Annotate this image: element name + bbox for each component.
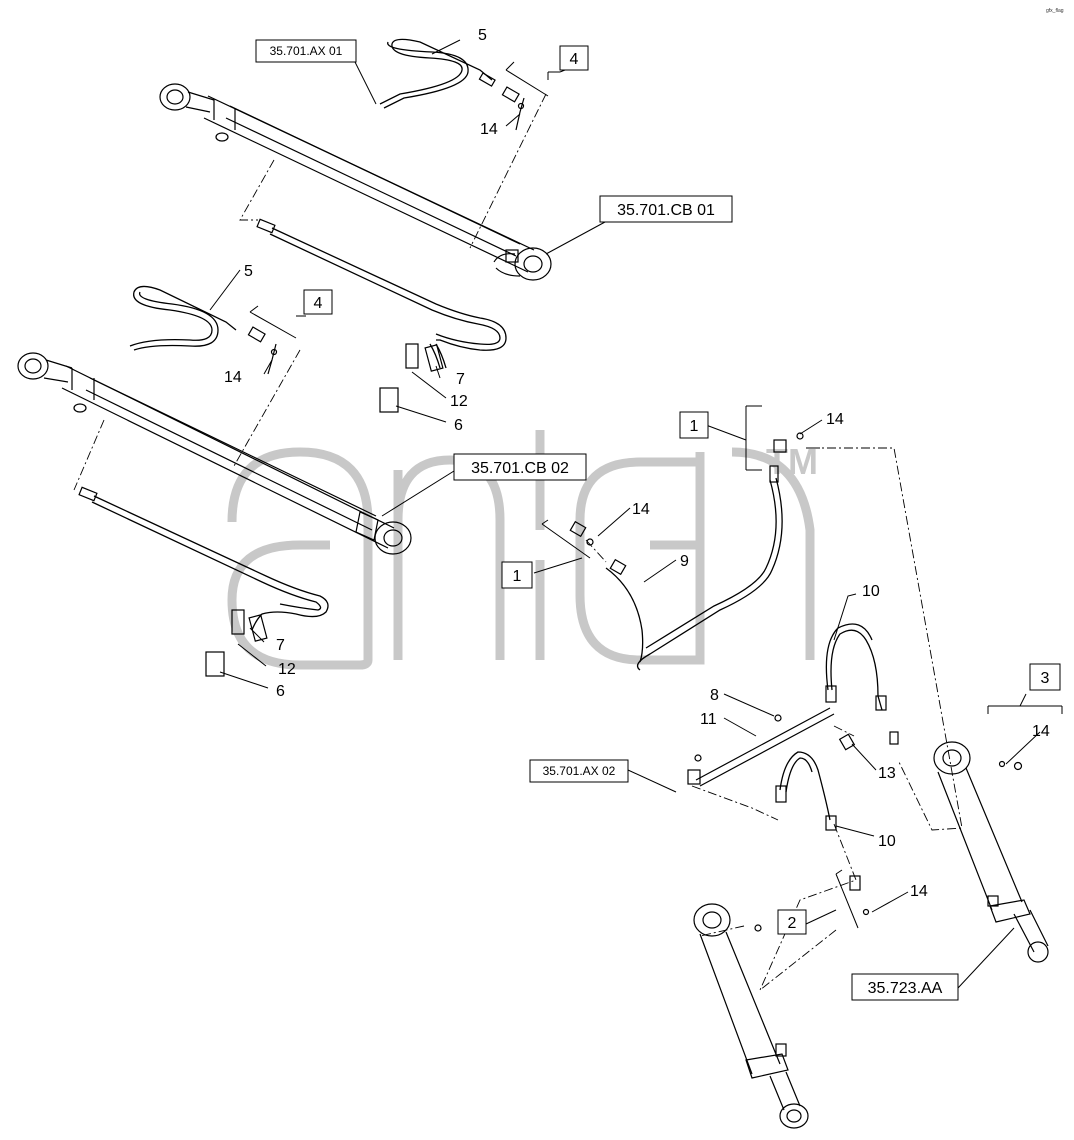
callout-top-14: 14 [480,121,498,138]
ref-ax01-text: 35.701.AX 01 [270,44,343,58]
callout-far-14: 14 [1032,723,1050,740]
reference-aa[interactable]: 35.723.AA [851,973,959,1001]
callout-lower-6: 6 [276,683,285,700]
left-lift-cylinder [693,903,809,1129]
boxed-item-bottom-2: 2 [777,909,807,935]
svg-text:1: 1 [513,568,522,585]
long-hose-upper [256,218,507,413]
callout-right-14: 14 [826,411,844,428]
corner-mark: gfx_flag [1046,8,1064,14]
hose-9 [569,432,804,671]
boxed-item-center-1: 1 [501,561,533,589]
callout-lower-12: 12 [278,661,296,678]
svg-text:1: 1 [690,418,699,435]
callout-low-14: 14 [910,883,928,900]
svg-text:4: 4 [570,51,579,68]
ref-ax02-text: 35.701.AX 02 [543,764,616,778]
callout-labels: 5 14 5 14 7 12 6 14 14 9 7 12 6 10 8 11 … [224,27,1050,900]
callout-center-9: 9 [680,553,689,570]
tube-assembly [687,623,899,916]
callout-right-13: 13 [878,765,896,782]
svg-text:4: 4 [314,295,323,312]
svg-text:2: 2 [788,915,797,932]
long-hose-lower [78,486,329,677]
upper-cylinder [159,83,552,281]
boxed-item-right-1: 1 [679,411,709,439]
boxed-item-top-4: 4 [559,45,589,71]
callout-top-10: 10 [862,583,880,600]
hose-5-lower [129,285,278,375]
lower-cylinder [17,352,412,555]
hose-5-upper [379,38,525,131]
callout-upper-12: 12 [450,393,468,410]
reference-cb02[interactable]: 35.701.CB 02 [453,453,587,481]
callout-center-14: 14 [632,501,650,518]
callout-mid-5: 5 [244,263,253,280]
leader-lines [209,39,1041,989]
ref-cb01-text: 35.701.CB 01 [617,202,715,219]
ref-cb02-text: 35.701.CB 02 [471,460,569,477]
callout-lower-7: 7 [276,637,285,654]
group-brackets [249,61,1063,929]
callout-upper-7: 7 [456,371,465,388]
callout-upper-6: 6 [454,417,463,434]
callout-mid-14: 14 [224,369,242,386]
dash-dot-lines [73,93,963,991]
callout-left-8: 8 [710,687,719,704]
ref-aa-text: 35.723.AA [868,980,943,997]
callout-top-5: 5 [478,27,487,44]
boxed-item-mid-4: 4 [303,289,333,315]
reference-ax01[interactable]: 35.701.AX 01 [255,39,357,63]
callout-left-11: 11 [700,711,717,728]
svg-text:3: 3 [1041,670,1050,687]
right-lift-cylinder [933,741,1049,963]
reference-ax02[interactable]: 35.701.AX 02 [529,759,629,783]
boxed-item-bottom-3: 3 [1029,663,1061,691]
callout-bottom-10: 10 [878,833,896,850]
reference-cb01[interactable]: 35.701.CB 01 [599,195,733,223]
